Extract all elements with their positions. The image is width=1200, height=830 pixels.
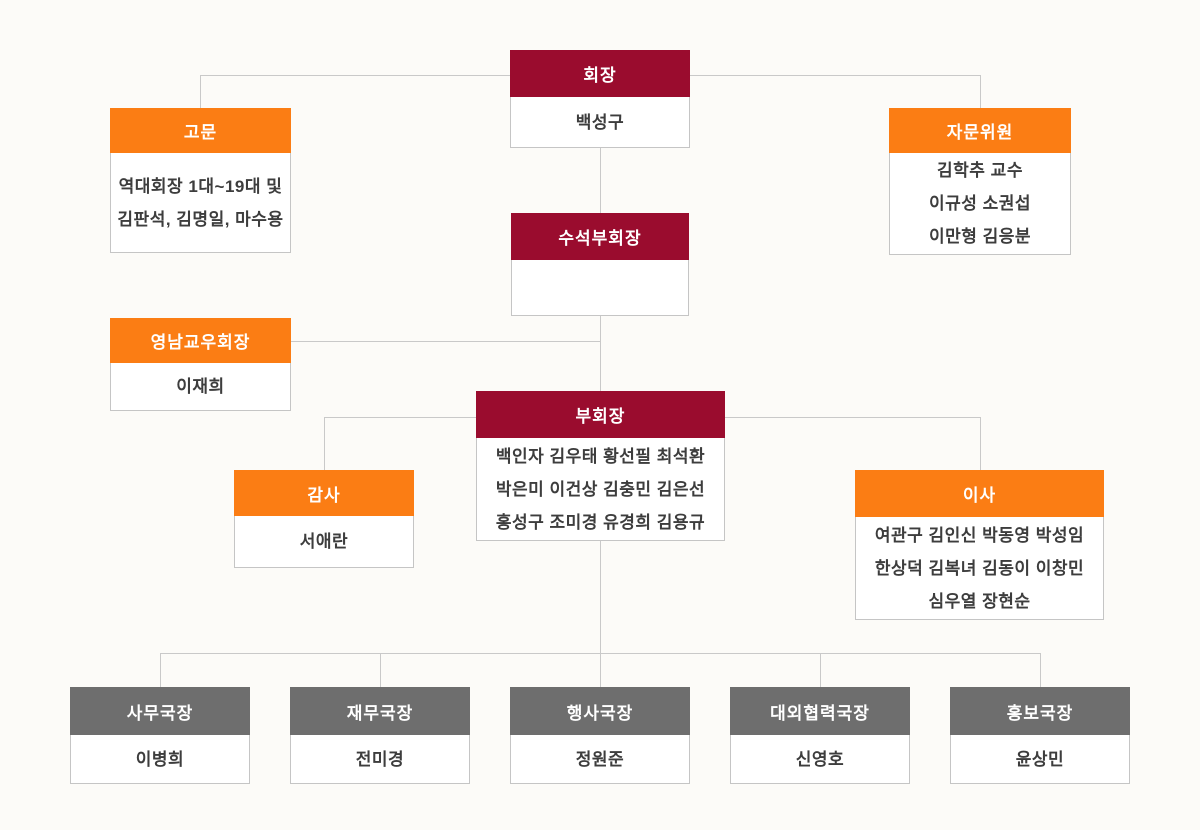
member-name: 한상덕 김복녀 김동이 이창민 (874, 558, 1085, 578)
member-name: 백성구 (575, 112, 625, 132)
node-body: 서애란 (234, 516, 414, 568)
connector-line (291, 341, 600, 342)
member-name: 김판석, 김명일, 마수용 (117, 209, 284, 229)
node-body: 여관구 김인신 박동영 박성임 한상덕 김복녀 김동이 이창민 심우열 장현순 (855, 517, 1104, 620)
org-node-pr-director: 홍보국장 윤상민 (950, 687, 1130, 784)
connector-line (160, 653, 161, 687)
connector-line (324, 417, 476, 418)
org-node-advisory-committee: 자문위원 김학추 교수 이규성 소권섭 이만형 김응분 (889, 108, 1071, 255)
node-title: 고문 (110, 108, 291, 153)
node-body: 전미경 (290, 735, 470, 784)
connector-line (725, 417, 980, 418)
org-node-external-relations-director: 대외협력국장 신영호 (730, 687, 910, 784)
member-name: 역대회장 1대~19대 및 (118, 176, 283, 196)
node-body: 이재희 (110, 363, 291, 411)
connector-line (820, 653, 821, 687)
member-name: 심우열 장현순 (928, 591, 1031, 611)
node-body: 정원준 (510, 735, 690, 784)
member-name: 여관구 김인신 박동영 박성임 (874, 525, 1085, 545)
member-name: 홍성구 조미경 유경희 김용규 (495, 512, 706, 532)
node-body: 이병희 (70, 735, 250, 784)
member-name: 박은미 이건상 김충민 김은선 (495, 479, 706, 499)
node-title: 부회장 (476, 391, 725, 438)
connector-line (600, 316, 601, 391)
connector-line (200, 75, 510, 76)
node-body: 김학추 교수 이규성 소권섭 이만형 김응분 (889, 153, 1071, 255)
node-title: 이사 (855, 470, 1104, 517)
connector-line (980, 75, 981, 108)
node-title: 사무국장 (70, 687, 250, 735)
node-title: 행사국장 (510, 687, 690, 735)
org-node-chairman: 회장 백성구 (510, 50, 690, 148)
connector-line (600, 653, 601, 687)
org-node-advisor: 고문 역대회장 1대~19대 및 김판석, 김명일, 마수용 (110, 108, 291, 253)
member-name: 이재희 (176, 377, 225, 396)
member-name: 서애란 (299, 532, 349, 551)
org-node-senior-vice-chairman: 수석부회장 (511, 213, 689, 316)
org-node-secretary-general: 사무국장 이병희 (70, 687, 250, 784)
node-title: 대외협력국장 (730, 687, 910, 735)
connector-line (600, 148, 601, 213)
connector-line (600, 541, 601, 653)
member-name: 전미경 (355, 749, 405, 769)
node-body: 신영호 (730, 735, 910, 784)
node-title: 수석부회장 (511, 213, 689, 260)
connector-line (1040, 653, 1041, 687)
member-name: 이병희 (135, 749, 185, 769)
member-name: 김학추 교수 (937, 161, 1023, 180)
org-node-finance-director: 재무국장 전미경 (290, 687, 470, 784)
node-body: 윤상민 (950, 735, 1130, 784)
node-body: 백성구 (510, 97, 690, 148)
org-node-yeongnam-alumni-chairman: 영남교우회장 이재희 (110, 318, 291, 411)
org-node-director: 이사 여관구 김인신 박동영 박성임 한상덕 김복녀 김동이 이창민 심우열 장… (855, 470, 1104, 620)
member-name: 정원준 (575, 749, 625, 769)
connector-line (380, 653, 381, 687)
node-title: 회장 (510, 50, 690, 97)
member-name: 이만형 김응분 (928, 227, 1032, 246)
connector-line (324, 417, 325, 470)
node-body: 백인자 김우태 황선필 최석환 박은미 이건상 김충민 김은선 홍성구 조미경 … (476, 438, 725, 541)
node-title: 자문위원 (889, 108, 1071, 153)
member-name: 백인자 김우태 황선필 최석환 (495, 446, 706, 466)
member-name: 신영호 (795, 749, 845, 769)
connector-line (980, 417, 981, 470)
node-title: 홍보국장 (950, 687, 1130, 735)
node-body: 역대회장 1대~19대 및 김판석, 김명일, 마수용 (110, 153, 291, 253)
node-body (511, 260, 689, 316)
connector-line (690, 75, 980, 76)
node-title: 재무국장 (290, 687, 470, 735)
member-name: 윤상민 (1015, 749, 1065, 769)
node-title: 영남교우회장 (110, 318, 291, 363)
org-node-auditor: 감사 서애란 (234, 470, 414, 568)
org-node-events-director: 행사국장 정원준 (510, 687, 690, 784)
node-title: 감사 (234, 470, 414, 516)
member-name: 이규성 소권섭 (928, 194, 1032, 213)
org-node-vice-chairman: 부회장 백인자 김우태 황선필 최석환 박은미 이건상 김충민 김은선 홍성구 … (476, 391, 725, 541)
connector-line (200, 75, 201, 108)
